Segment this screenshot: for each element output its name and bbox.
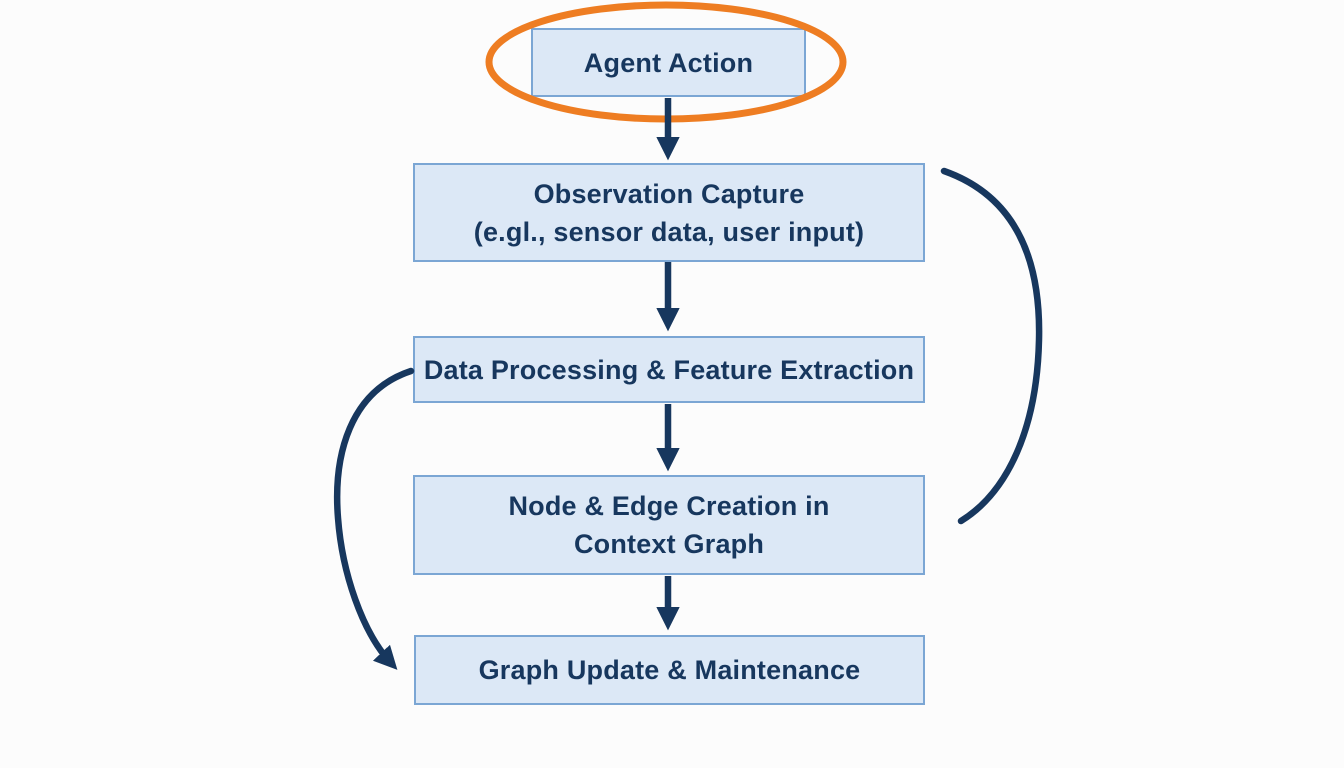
flow-node-node-edge-creation: Node & Edge Creation in Context Graph xyxy=(413,475,925,575)
flow-node-graph-update: Graph Update & Maintenance xyxy=(414,635,925,705)
connector-observation-to-creation xyxy=(940,167,1043,525)
feedback-arrow-processing-to-update xyxy=(334,367,415,670)
flow-node-observation-capture: Observation Capture (e.gl., sensor data,… xyxy=(413,163,925,262)
flow-node-data-processing-label: Data Processing & Feature Extraction xyxy=(423,354,915,385)
flow-node-node-edge-creation-label: Node & Edge Creation in Context Graph xyxy=(508,491,830,559)
flow-node-observation-capture-label: Observation Capture (e.gl., sensor data,… xyxy=(473,178,865,247)
flow-node-agent-action-label: Agent Action xyxy=(583,47,754,78)
flow-node-graph-update-label: Graph Update & Maintenance xyxy=(478,655,861,685)
flow-node-agent-action: Agent Action xyxy=(531,28,806,97)
flow-node-data-processing: Data Processing & Feature Extraction xyxy=(413,336,925,403)
